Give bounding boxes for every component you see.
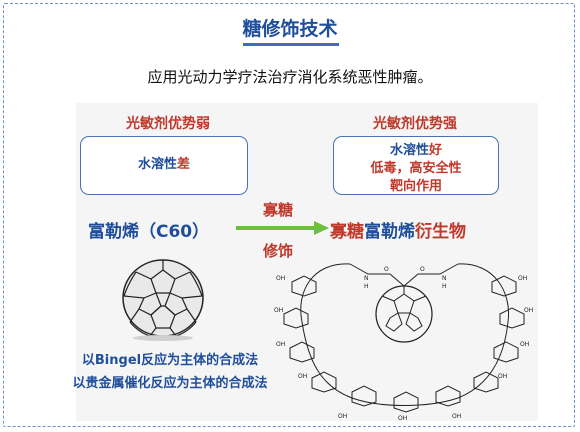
oh-label: OH [298, 373, 307, 380]
derivative-part-fullerene: 富勒烯 [364, 222, 415, 242]
oh-label: OH [276, 341, 285, 348]
oh-label: OH [518, 275, 527, 282]
oh-label: OH [338, 413, 347, 420]
right-property-line-2: 低毒，高安全性 [370, 161, 462, 176]
oh-label: OH [520, 341, 529, 348]
h-label: H [442, 283, 447, 290]
fullerene-label: 富勒烯（C60） [88, 222, 210, 242]
page-title: 糖修饰技术 [242, 18, 338, 40]
right-arrow-icon [236, 221, 329, 235]
n-label: N [364, 275, 369, 282]
solubility-good: 好 [429, 143, 443, 158]
left-property-line: 水溶性差 [81, 137, 247, 192]
arrow-label-top: 寡糖 [262, 201, 293, 219]
o-label: O [420, 266, 425, 273]
arrow-label-bottom: 修饰 [262, 242, 293, 260]
oligosaccharide-fullerene-structure: OH OH OH OH OH OH OH OH OH OH OH O O N N… [274, 263, 533, 422]
oh-label: OH [276, 275, 285, 282]
oh-label: OH [524, 307, 533, 314]
right-property-line-1: 水溶性好 [334, 142, 498, 160]
method-1: 以Bingel反应为主体的合成法 [81, 353, 259, 368]
title-underline [243, 43, 339, 46]
right-property-lines: 水溶性好 低毒，高安全性 靶向作用 [334, 137, 498, 196]
derivative-part-derivative: 衍生物 [415, 222, 466, 242]
derivative-part-oligosaccharide: 寡糖 [330, 222, 364, 242]
right-property-box: 水溶性好 低毒，高安全性 靶向作用 [333, 136, 499, 195]
oh-label: OH [398, 415, 407, 422]
c60-molecule-illustration [122, 259, 204, 341]
right-heading: 光敏剂优势强 [373, 116, 457, 132]
oh-label: OH [274, 307, 283, 314]
solubility-label-right: 水溶性 [389, 143, 429, 158]
oh-label: OH [452, 413, 461, 420]
o-label: O [384, 266, 389, 273]
solubility-label: 水溶性 [137, 157, 177, 172]
outer-frame [3, 3, 575, 427]
left-heading: 光敏剂优势弱 [126, 116, 210, 132]
method-2: 以贵金属催化反应为主体的合成法 [72, 376, 268, 391]
n-label: N [442, 275, 447, 282]
derivative-label: 寡糖富勒烯衍生物 [330, 217, 466, 242]
subtitle: 应用光动力学疗法治疗消化系统恶性肿瘤。 [147, 68, 433, 86]
oh-label: OH [498, 373, 507, 380]
solubility-poor: 差 [177, 157, 191, 172]
left-property-box: 水溶性差 [80, 136, 248, 195]
synthesis-methods: 以Bingel反应为主体的合成法 以贵金属催化反应为主体的合成法 [50, 349, 290, 395]
sugar-rings [283, 275, 525, 413]
h-label: H [364, 283, 369, 290]
right-property-line-3: 靶向作用 [389, 179, 442, 194]
